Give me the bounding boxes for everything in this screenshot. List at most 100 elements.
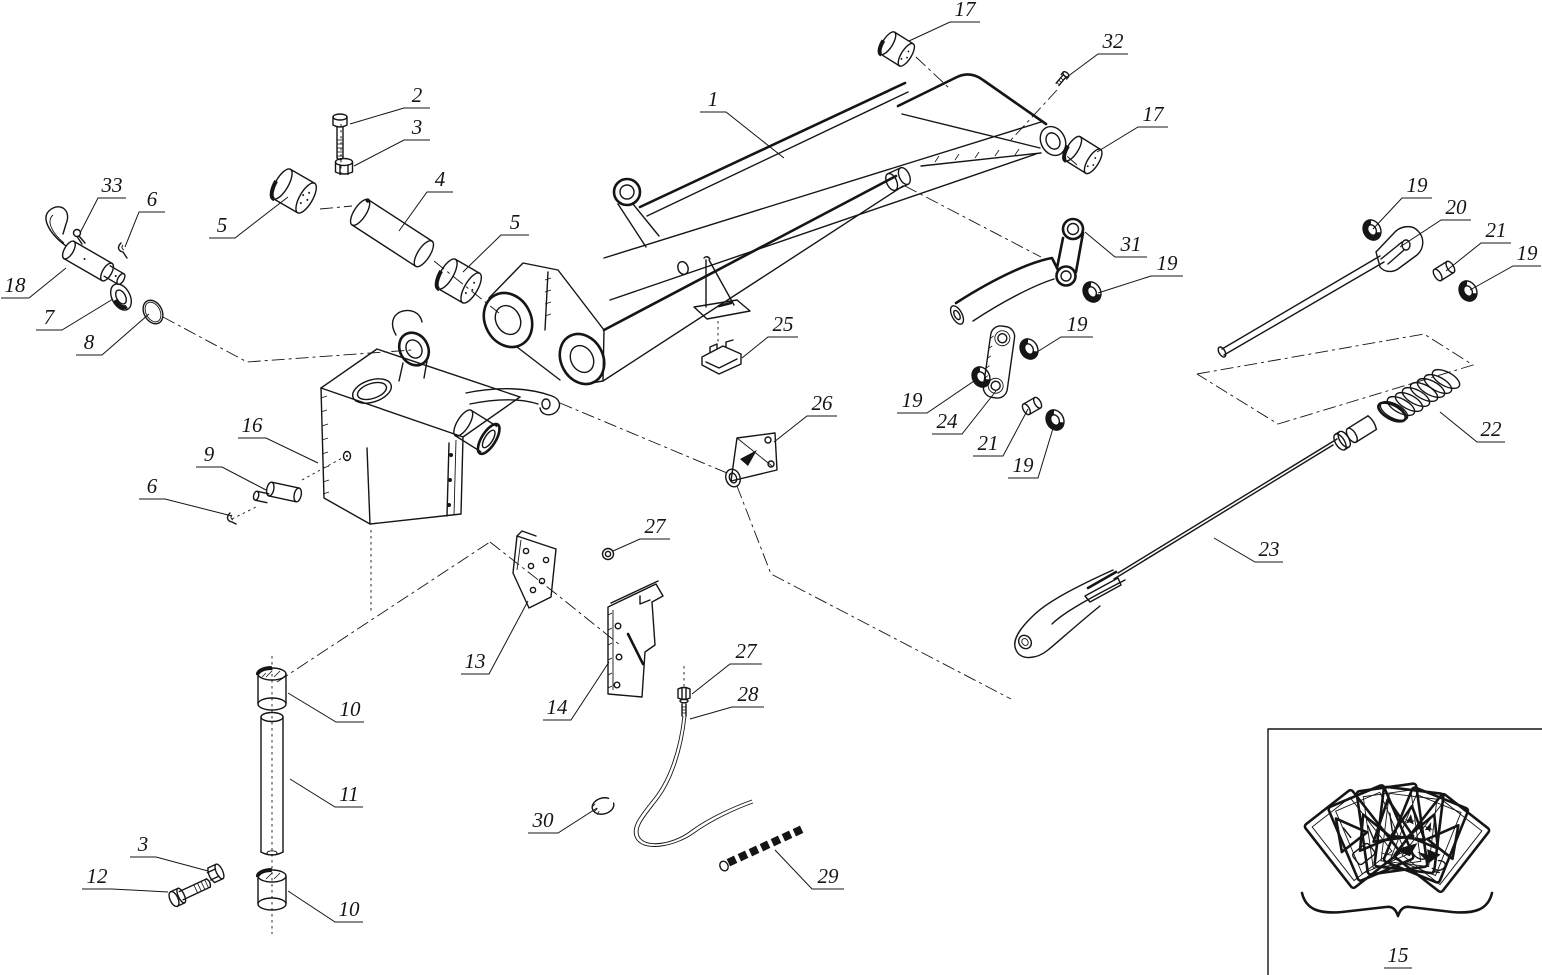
- callout-label: 2: [412, 83, 423, 107]
- callout-leader: [1008, 424, 1055, 479]
- callout-label: 4: [435, 167, 446, 191]
- bushing-part17-right: [1062, 134, 1103, 175]
- callout-leader: [79, 197, 126, 234]
- callout-label: 21: [978, 431, 999, 455]
- callout-leader: [543, 661, 610, 721]
- washer-part19: [1019, 338, 1039, 360]
- safety-decal-card: [1303, 788, 1401, 890]
- callout-label: 30: [532, 808, 555, 832]
- tube-part11: [260, 711, 284, 856]
- cotter-pin-part6-bottom: [226, 512, 237, 525]
- callout-label: 5: [510, 210, 521, 234]
- stud-strip-part29: [719, 825, 804, 872]
- callout-leader: [932, 390, 997, 435]
- nut-part27-bottom: [677, 686, 691, 704]
- callout-leader: [462, 234, 529, 273]
- callout-label: 27: [736, 639, 759, 663]
- callout-label: 8: [84, 330, 95, 354]
- callout-leader: [36, 298, 114, 331]
- callout-leader: [908, 21, 980, 42]
- callout-leader: [1372, 197, 1432, 230]
- pin-part9: [252, 481, 303, 504]
- screw-part32: [1055, 70, 1070, 87]
- callout-label: 3: [137, 832, 149, 856]
- callout-leader: [528, 807, 598, 834]
- callout-leader: [1097, 275, 1183, 294]
- callout-leader: [973, 408, 1029, 457]
- callout-label: 26: [812, 391, 834, 415]
- callout-label: 13: [465, 649, 486, 673]
- callout-label: 9: [204, 442, 215, 466]
- inset-box: [1267, 728, 1542, 975]
- bushing-part17-left: [877, 29, 916, 67]
- callout-leader: [1213, 537, 1283, 563]
- spacer-part21-right: [1432, 260, 1456, 282]
- callout-leader: [1439, 411, 1505, 443]
- callout-label: 23: [1259, 537, 1280, 561]
- washer-part19: [1082, 281, 1102, 303]
- callout-leader: [349, 107, 430, 125]
- callout-label: 22: [1481, 417, 1503, 441]
- callout-leader: [139, 498, 233, 517]
- link-plate-part24: [982, 325, 1016, 399]
- callout-label: 12: [87, 864, 109, 888]
- callout-label: 19: [902, 388, 924, 412]
- spring-part22: [1377, 368, 1461, 423]
- callout-label: 19: [1013, 453, 1035, 477]
- callout-leader: [1084, 231, 1147, 258]
- callout-label: 31: [1120, 232, 1142, 256]
- bracket-part26: [725, 432, 778, 488]
- callout-label: 32: [1102, 29, 1125, 53]
- callout-leader: [287, 692, 364, 723]
- callout-leader: [124, 211, 165, 248]
- callout-label: 16: [242, 413, 264, 437]
- callout-leader: [130, 856, 209, 872]
- callout-label: 18: [5, 273, 27, 297]
- callout-leader: [774, 849, 844, 890]
- ring-part8: [142, 299, 164, 325]
- callout-leader: [287, 890, 363, 923]
- callout-leader: [612, 538, 670, 552]
- callout-label: 19: [1517, 241, 1539, 265]
- rod-part23: [1014, 415, 1378, 659]
- connection-lines: [162, 56, 1475, 934]
- washer-part19: [1458, 280, 1478, 302]
- callout-leader: [353, 139, 430, 167]
- callout-label: 33: [101, 173, 123, 197]
- clip-part25: [701, 339, 742, 375]
- bushing-part10-bottom: [256, 868, 288, 911]
- callout-leader: [1036, 336, 1093, 353]
- plate-part13: [512, 530, 557, 609]
- callout-label: 25: [773, 312, 794, 336]
- callout-label: 28: [738, 682, 760, 706]
- washer-part19: [1362, 219, 1382, 241]
- callout-leader: [1399, 219, 1471, 248]
- callout-leader: [1, 267, 67, 299]
- callout-label: 7: [44, 305, 56, 329]
- boom-assembly-part1: [482, 73, 1067, 386]
- callout-label: 21: [1486, 218, 1507, 242]
- callout-leader: [82, 888, 169, 893]
- brace: [1300, 891, 1494, 918]
- bushing-part5-right: [434, 256, 483, 304]
- callout-label: 24: [937, 409, 959, 433]
- bracket-part14: [607, 580, 664, 698]
- callout-label: 6: [147, 187, 158, 211]
- housing-part16: [320, 309, 561, 525]
- rod-part20: [1217, 226, 1424, 358]
- cotter-pin-part6-top: [117, 242, 128, 259]
- cotter-pin-part33: [72, 228, 86, 245]
- bolt-part12: [168, 878, 212, 908]
- callout-leader: [196, 466, 267, 491]
- washer-part19: [1045, 409, 1065, 431]
- callout-label: 6: [147, 474, 158, 498]
- lever-part31: [949, 217, 1085, 325]
- callout-label: 17: [1143, 102, 1166, 126]
- callout-leader: [773, 415, 837, 443]
- washer-part19: [971, 366, 991, 388]
- nut-part3-top: [334, 157, 354, 176]
- washer-part7: [109, 283, 133, 311]
- callout-label: 29: [818, 864, 840, 888]
